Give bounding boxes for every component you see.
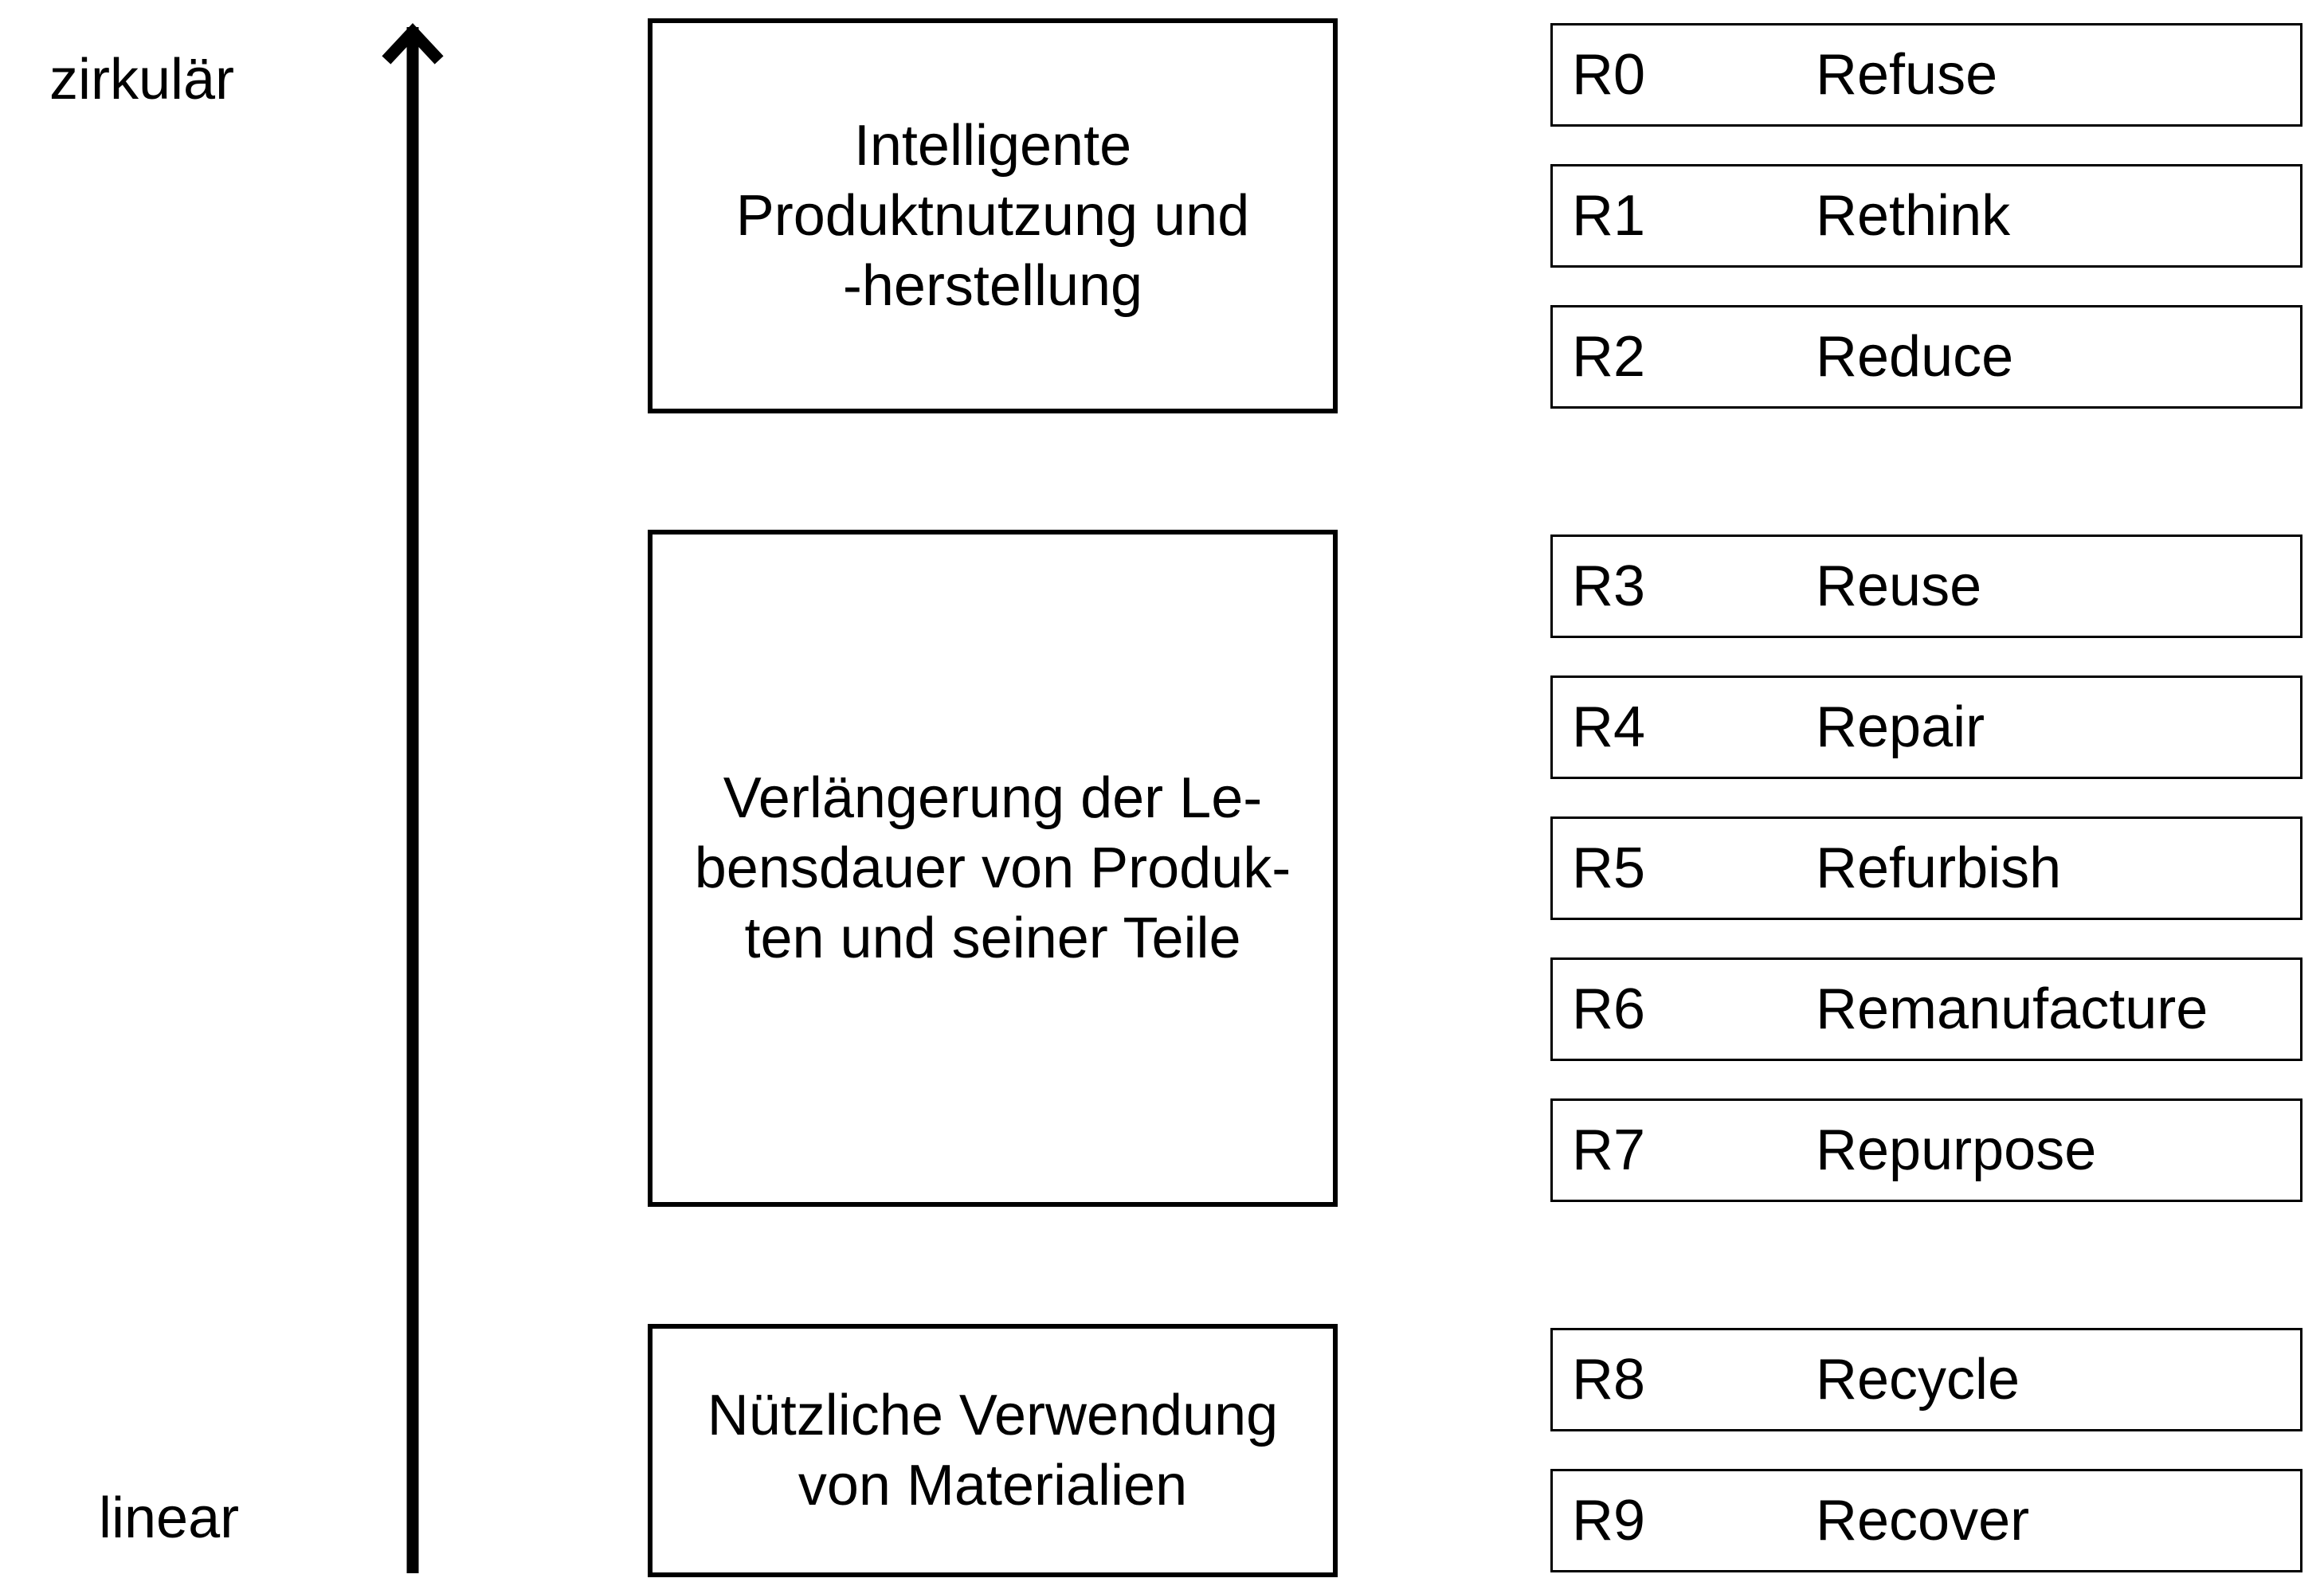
strategy-row-r6: R6 Remanufacture: [1550, 957, 2302, 1061]
strategy-row-r0: R0 Refuse: [1550, 23, 2302, 127]
strategy-name: Remanufacture: [1816, 977, 2208, 1041]
strategy-code: R9: [1572, 1489, 1646, 1553]
strategy-name: Reuse: [1816, 554, 1982, 618]
group-box-smart-use: Intelligente Produktnutzung und -herstel…: [648, 18, 1338, 413]
strategy-name: Refuse: [1816, 43, 1998, 107]
group-label-lifespan-extension: Verlängerung der Le- bensdauer von Produ…: [694, 766, 1291, 970]
strategy-name: Reduce: [1816, 325, 2014, 389]
strategy-code: R8: [1572, 1348, 1646, 1412]
arrow-head: [382, 23, 444, 65]
strategy-name: Recycle: [1816, 1348, 2020, 1412]
strategy-name: Recover: [1816, 1489, 2030, 1553]
strategy-row-r1: R1 Rethink: [1550, 164, 2302, 268]
strategy-code: R0: [1572, 43, 1646, 107]
strategy-row-r2: R2 Reduce: [1550, 305, 2302, 409]
strategy-code: R5: [1572, 836, 1646, 900]
axis-label-linear: linear: [99, 1486, 240, 1550]
strategy-row-r3: R3 Reuse: [1550, 535, 2302, 638]
group-label-smart-use: Intelligente Produktnutzung und -herstel…: [735, 114, 1250, 318]
strategy-row-r5: R5 Refurbish: [1550, 816, 2302, 920]
strategy-row-r7: R7 Repurpose: [1550, 1098, 2302, 1202]
group-box-lifespan-extension: Verlängerung der Le- bensdauer von Produ…: [648, 530, 1338, 1207]
strategy-name: Repurpose: [1816, 1118, 2097, 1182]
strategy-code: R1: [1572, 184, 1646, 248]
strategy-row-r9: R9 Recover: [1550, 1469, 2302, 1572]
circularity-arrow: [382, 23, 444, 1573]
group-box-material-use: Nützliche Verwendung von Materialien: [648, 1324, 1338, 1577]
strategy-name: Refurbish: [1816, 836, 2062, 900]
strategy-code: R7: [1572, 1118, 1646, 1182]
strategy-name: Repair: [1816, 695, 1985, 759]
strategy-code: R6: [1572, 977, 1646, 1041]
strategy-code: R3: [1572, 554, 1646, 618]
strategy-row-r4: R4 Repair: [1550, 675, 2302, 779]
strategy-code: R2: [1572, 325, 1646, 389]
axis-label-circular: zirkulär: [49, 48, 235, 112]
group-label-material-use: Nützliche Verwendung von Materialien: [707, 1384, 1279, 1517]
strategy-row-r8: R8 Recycle: [1550, 1328, 2302, 1431]
strategy-name: Rethink: [1816, 184, 2011, 248]
strategy-code: R4: [1572, 695, 1646, 759]
